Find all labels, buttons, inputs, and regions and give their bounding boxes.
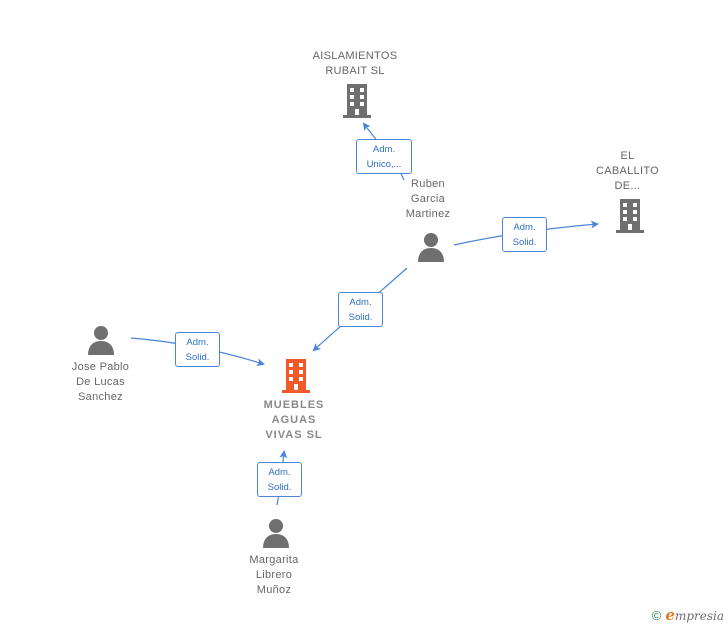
building-icon[interactable] <box>342 84 372 118</box>
person-label-margarita[interactable]: Margarita Librero Muñoz <box>249 554 299 596</box>
person-label-ruben[interactable]: Ruben Garcia Martinez <box>405 178 451 220</box>
company-label-caballito[interactable]: EL CABALLITO DE... <box>595 150 660 192</box>
edge-label-margarita-muebles[interactable]: Adm. Solid. <box>257 462 302 497</box>
person-label-jose[interactable]: Jose Pablo De Lucas Sanchez <box>71 361 130 403</box>
person-icon[interactable] <box>86 325 116 355</box>
footer-brand: © empresia <box>652 606 724 624</box>
person-icon[interactable] <box>416 232 446 262</box>
edge-label-ruben-caballito[interactable]: Adm. Solid. <box>502 217 547 252</box>
person-icon[interactable] <box>261 518 291 548</box>
company-label-muebles[interactable]: MUEBLES AGUAS VIVAS SL <box>263 399 325 441</box>
building-icon-focus[interactable] <box>281 359 311 393</box>
company-label-aislamientos[interactable]: AISLAMIENTOS RUBAIT SL <box>312 50 398 77</box>
edge-label-ruben-aislamientos[interactable]: Adm. Unico,... <box>356 139 412 174</box>
building-icon[interactable] <box>615 199 645 233</box>
edge-label-ruben-muebles[interactable]: Adm. Solid. <box>338 292 383 327</box>
empresia-logo: empresia <box>665 606 724 624</box>
copyright-symbol: © <box>651 607 662 623</box>
edge-label-jose-muebles[interactable]: Adm. Solid. <box>175 332 220 367</box>
